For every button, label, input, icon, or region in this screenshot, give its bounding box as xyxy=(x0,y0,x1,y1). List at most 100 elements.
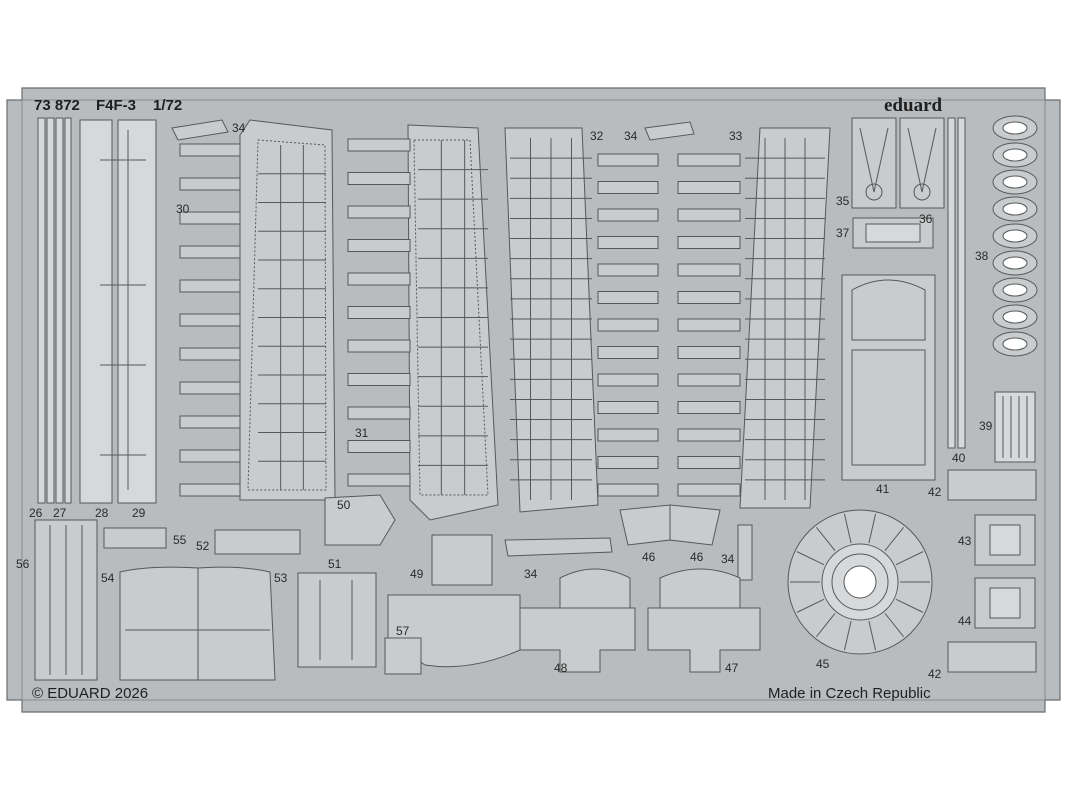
rib xyxy=(677,291,741,304)
rib xyxy=(597,181,659,194)
cylinder-fin xyxy=(868,513,877,544)
rib xyxy=(347,406,411,420)
rib xyxy=(597,236,659,249)
label-44: 44 xyxy=(958,614,972,628)
label-52: 52 xyxy=(196,539,210,553)
product-number: 73 872 xyxy=(34,97,80,114)
label-38: 38 xyxy=(975,249,989,263)
part-56-strip xyxy=(34,519,98,681)
rib xyxy=(677,483,741,497)
rib xyxy=(347,306,411,319)
label-27: 27 xyxy=(53,506,67,520)
part-52-strip xyxy=(214,529,301,555)
oval-hole xyxy=(1002,121,1028,135)
origin-text: Made in Czech Republic xyxy=(768,685,931,702)
label-35: 35 xyxy=(836,194,850,208)
rib xyxy=(677,153,741,167)
rib xyxy=(179,177,241,191)
rib xyxy=(179,381,241,395)
rib xyxy=(179,415,241,429)
part-53-54-panels xyxy=(119,566,276,681)
label-48: 48 xyxy=(554,661,568,675)
rib xyxy=(179,211,241,225)
rib xyxy=(597,346,659,359)
label-40: 40 xyxy=(952,451,966,465)
part-34-clips xyxy=(171,119,753,581)
label-33: 33 xyxy=(729,129,743,143)
rib xyxy=(179,313,241,327)
part-41-seat-frame xyxy=(841,274,936,481)
oval-hole xyxy=(1002,148,1028,162)
part-39-strips xyxy=(994,391,1036,463)
part-33-wing-panel xyxy=(677,127,831,509)
rib xyxy=(347,239,411,252)
rib xyxy=(347,440,411,453)
part-45-engine-face xyxy=(787,509,933,655)
label-50: 50 xyxy=(337,498,351,512)
part-26-27-strips xyxy=(37,117,72,504)
cylinder-fin xyxy=(796,598,825,613)
oval-hole xyxy=(1002,256,1028,270)
label-57: 57 xyxy=(396,624,410,638)
part-38-oval-chain xyxy=(992,115,1038,357)
part-35-36-belts xyxy=(851,117,945,209)
label-51: 51 xyxy=(328,557,342,571)
rib xyxy=(597,483,659,497)
label-31: 31 xyxy=(355,426,369,440)
rib xyxy=(677,208,741,222)
part-28-29-strips xyxy=(79,119,157,504)
rib xyxy=(677,373,741,387)
rib xyxy=(677,318,741,332)
rib xyxy=(677,346,741,359)
part-57-pedal xyxy=(384,637,422,675)
rib xyxy=(677,401,741,414)
cylinder-fin xyxy=(796,551,825,566)
label-55: 55 xyxy=(173,533,187,547)
rib xyxy=(597,208,659,222)
rib xyxy=(677,181,741,194)
rib xyxy=(179,279,241,293)
oval-hole xyxy=(1002,337,1028,351)
rib xyxy=(347,339,411,353)
label-56: 56 xyxy=(16,557,30,571)
cylinder-fin xyxy=(884,526,905,552)
part-48-panel xyxy=(519,568,636,673)
label-42a: 42 xyxy=(928,485,942,499)
brand-logo: eduard xyxy=(884,95,943,116)
rib xyxy=(597,263,659,277)
rib xyxy=(597,456,659,469)
label-30: 30 xyxy=(176,202,190,216)
rib xyxy=(347,473,411,487)
label-29: 29 xyxy=(132,506,146,520)
part-43-44-brackets xyxy=(974,514,1036,629)
rib xyxy=(347,172,411,185)
rib xyxy=(179,143,241,157)
cylinder-fin xyxy=(884,612,905,638)
label-28: 28 xyxy=(95,506,109,520)
rib xyxy=(347,373,411,386)
cylinder-fin xyxy=(843,620,852,651)
rib xyxy=(677,428,741,442)
cylinder-fin xyxy=(843,513,852,544)
rib xyxy=(179,483,241,497)
cylinder-fin xyxy=(815,526,836,552)
part-47-panel xyxy=(647,568,761,673)
label-49: 49 xyxy=(410,567,424,581)
cylinder-fin xyxy=(868,620,877,651)
label-46a: 46 xyxy=(642,550,656,564)
part-51-frames xyxy=(297,572,377,668)
cylinder-fin xyxy=(895,551,924,566)
oval-hole xyxy=(1002,310,1028,324)
rib xyxy=(597,291,659,304)
label-45: 45 xyxy=(816,657,830,671)
label-26: 26 xyxy=(29,506,43,520)
part-42-hooks xyxy=(947,469,1037,673)
cylinder-fin xyxy=(815,612,836,638)
rib xyxy=(597,153,659,167)
part-55-bracket xyxy=(103,527,167,549)
rib xyxy=(597,318,659,332)
aircraft-type: F4F-3 xyxy=(96,97,136,114)
rib xyxy=(597,401,659,414)
rib xyxy=(597,373,659,387)
